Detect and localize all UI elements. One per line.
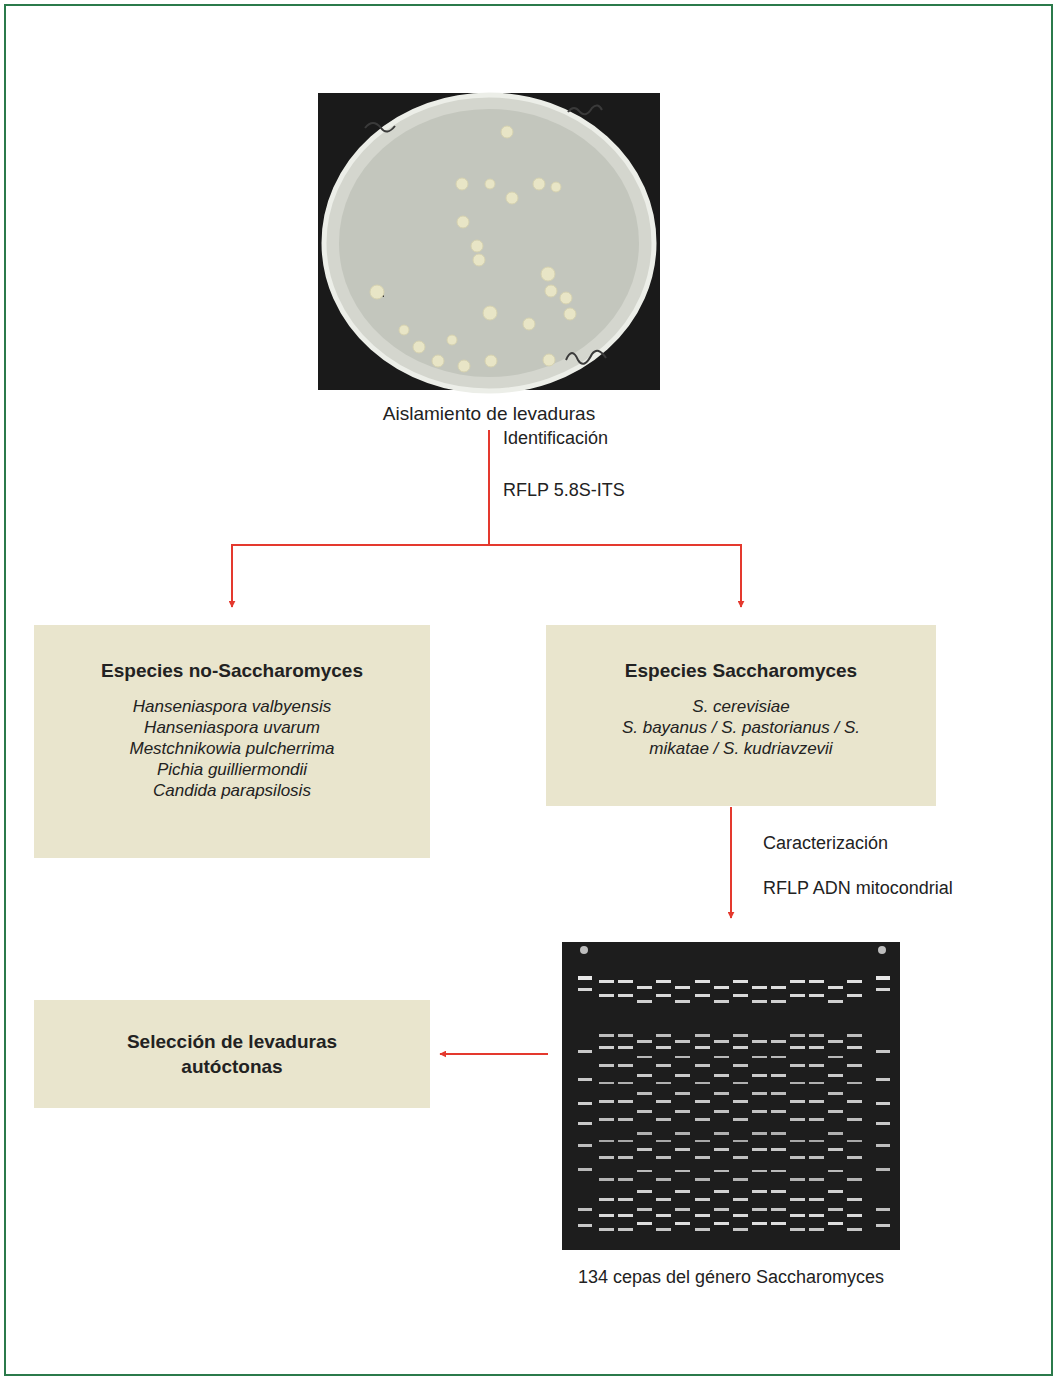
method-label: RFLP 5.8S-ITS	[503, 479, 625, 501]
box-title: Selección de levaduras autóctonas	[102, 1029, 362, 1079]
flow-arrow	[730, 807, 732, 918]
selection-box: Selección de levaduras autóctonas	[34, 1000, 430, 1108]
caption-text: Aislamiento de levaduras	[318, 402, 660, 426]
petri-dish-photo	[318, 93, 660, 391]
flow-arrow	[232, 430, 489, 607]
species-name: Hanseniaspora valbyensis	[82, 696, 382, 717]
species-box: Especies no-SaccharomycesHanseniaspora v…	[34, 625, 430, 858]
gel-panel: 134 cepas del género Saccharomyces	[562, 942, 900, 1289]
species-name: Pichia guilliermondii	[82, 759, 382, 780]
caption-text: 134 cepas del género Saccharomyces	[562, 1266, 900, 1289]
species-name: Hanseniaspora uvarum	[82, 717, 382, 738]
flow-arrow	[440, 1053, 548, 1055]
method-label: Identificación	[503, 427, 608, 449]
gel-photo	[562, 942, 900, 1250]
box-title: Especies Saccharomyces	[564, 659, 918, 683]
box-title: Especies no-Saccharomyces	[52, 659, 412, 683]
photo-panel: Aislamiento de levaduras	[318, 93, 660, 426]
flow-arrow	[489, 430, 741, 607]
species-name: S. bayanus / S. pastorianus / S. mikatae…	[591, 717, 891, 759]
species-name: Mestchnikowia pulcherrima	[82, 738, 382, 759]
species-box: Especies Saccharomyces S. cerevisiaeS. ba…	[546, 625, 936, 806]
species-name: S. cerevisiae	[591, 696, 891, 717]
method-label: RFLP ADN mitocondrial	[763, 877, 953, 899]
method-label: Caracterización	[763, 832, 888, 854]
species-name: Candida parapsilosis	[82, 780, 382, 801]
